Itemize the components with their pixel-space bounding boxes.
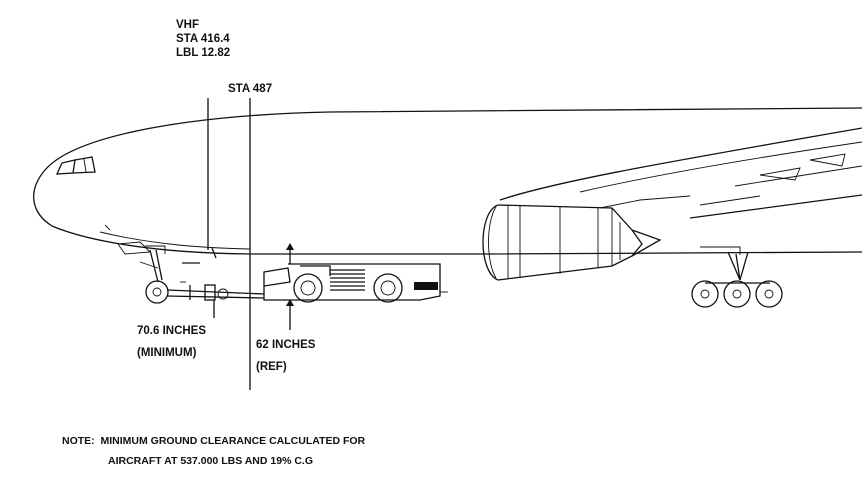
- station-labels: VHF STA 416.4 LBL 12.82 STA 487: [176, 19, 272, 95]
- ref-clearance-label: 62 INCHES: [256, 339, 316, 351]
- fuselage: [33, 107, 862, 255]
- tow-bar: [166, 281, 265, 301]
- main-landing-gear: [691, 246, 783, 308]
- vhf-label: VHF: [176, 19, 199, 31]
- note-line-1: NOTE: MINIMUM GROUND CLEARANCE CALCULATE…: [62, 435, 366, 447]
- engine: [482, 195, 691, 281]
- nose-landing-gear: [117, 241, 169, 304]
- minimum-clearance-label: 70.6 INCHES: [137, 325, 206, 337]
- sta-487-label: STA 487: [228, 83, 272, 95]
- cockpit-windows: [55, 156, 96, 175]
- station-reference-lines: [182, 98, 251, 390]
- wing: [499, 127, 862, 219]
- clearance-labels: 70.6 INCHES (MINIMUM) 62 INCHES (REF): [137, 325, 316, 373]
- tow-tractor: [263, 263, 448, 303]
- note-line-2: AIRCRAFT AT 537.000 LBS AND 19% C.G: [108, 455, 313, 467]
- ref-clearance-qualifier: (REF): [256, 361, 287, 373]
- minimum-clearance-qualifier: (MINIMUM): [137, 347, 197, 359]
- clearance-dimension-markers: [213, 243, 294, 330]
- note-block: NOTE: MINIMUM GROUND CLEARANCE CALCULATE…: [62, 435, 366, 467]
- vhf-station-label: STA 416.4: [176, 33, 230, 45]
- vhf-lbl-label: LBL 12.82: [176, 47, 230, 59]
